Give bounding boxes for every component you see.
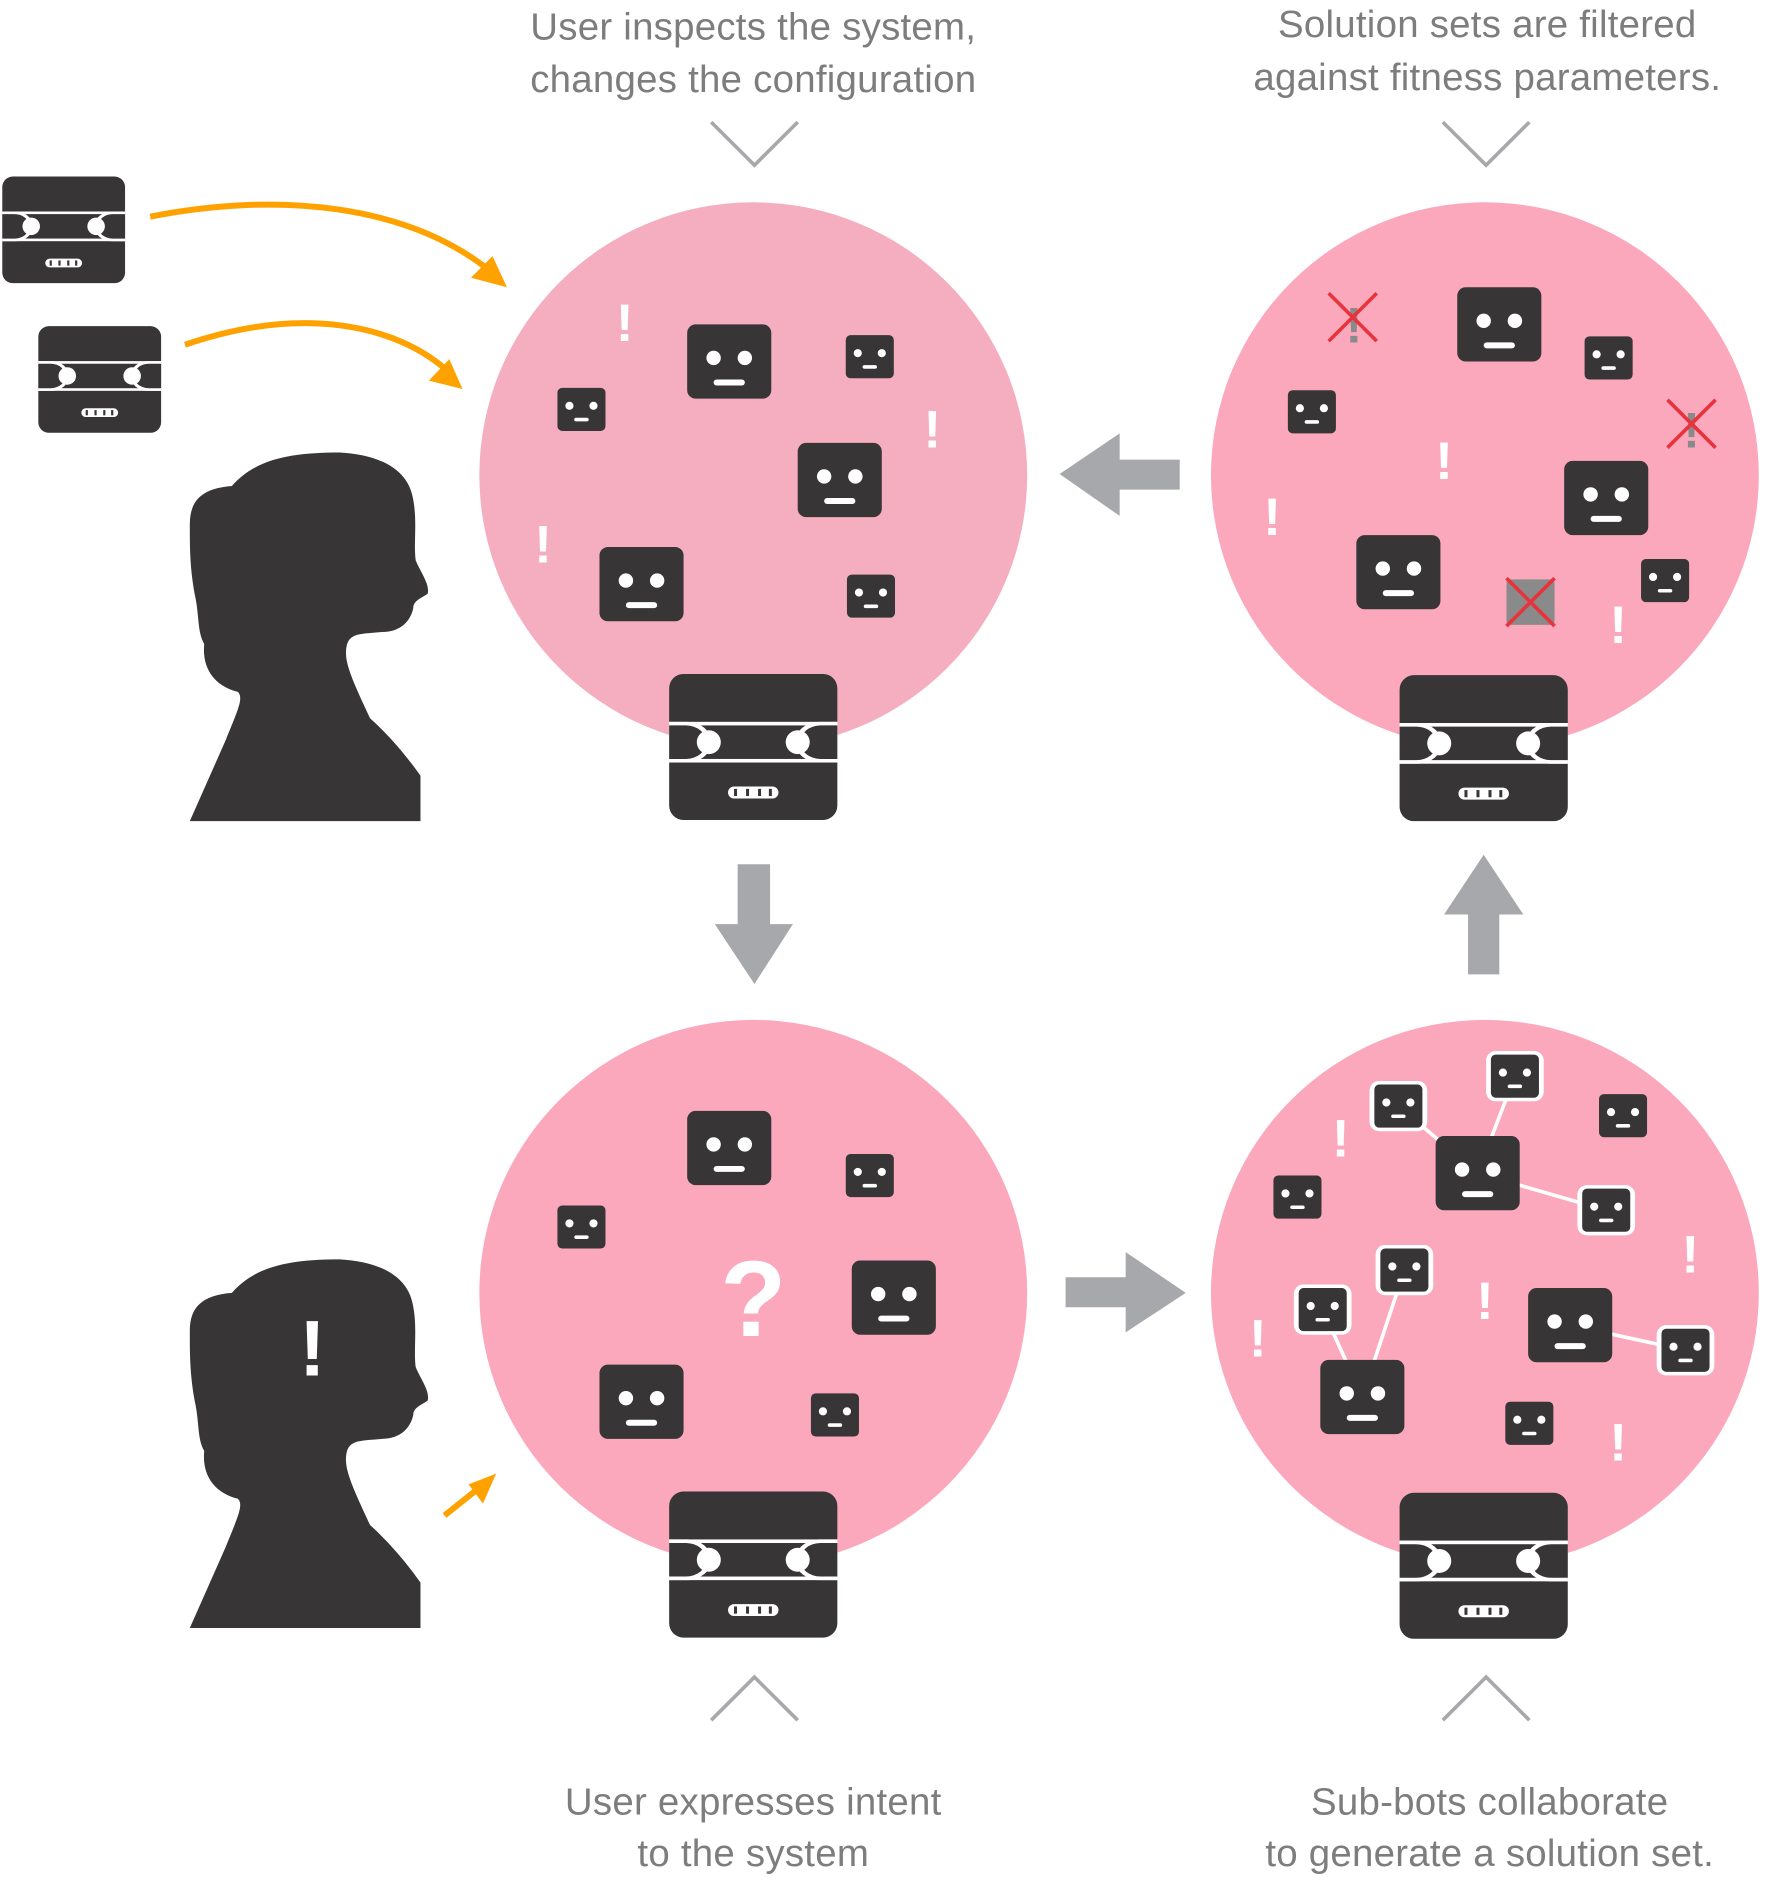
sub-bot-icon: [797, 442, 882, 518]
robot-icon: [38, 326, 162, 433]
sub-bot-icon: [1457, 287, 1542, 362]
question-icon: ?: [720, 1238, 786, 1359]
system-bubble: [1210, 202, 1759, 749]
arrow-right-icon: [1065, 1252, 1186, 1333]
sub-bot-icon: [1577, 1185, 1635, 1235]
sub-bot-icon: [1528, 1288, 1613, 1363]
caption-line: Solution sets are filtered: [1278, 3, 1697, 46]
sub-bot-icon: [1287, 390, 1336, 434]
incoming-robots: [2, 176, 507, 433]
panel-inspect: ! ! !: [479, 202, 1028, 820]
sub-bot-icon: [1435, 1136, 1520, 1211]
main-robot-icon: [1399, 675, 1568, 822]
sub-bot-icon: [1370, 1081, 1428, 1131]
caption-line: Sub-bots collaborate: [1311, 1781, 1668, 1824]
orange-arrow: [149, 201, 495, 276]
system-bubble: [479, 202, 1028, 749]
sub-bot-icon: [557, 1205, 606, 1249]
arrow-head-icon: [470, 256, 507, 288]
sub-bot-icon: [687, 1110, 772, 1186]
user-silhouette: !: [189, 1259, 429, 1629]
sub-bot-icon: [1320, 1359, 1405, 1435]
alert-icon: !: [1249, 1309, 1267, 1368]
user-silhouette: [189, 452, 429, 822]
sub-bot-icon: [1356, 535, 1441, 610]
sub-bot-icon: [599, 547, 684, 622]
caption-top-right: Solution sets are filtered against fitne…: [1253, 3, 1721, 168]
rejected-alert: !: [1326, 291, 1379, 353]
arrow-left-icon: [1059, 433, 1180, 516]
caption-top-left: User inspects the system, changes the co…: [530, 6, 976, 168]
sub-bot-icon: [599, 1364, 684, 1439]
caption-bottom-right: Sub-bots collaborate to generate a solut…: [1265, 1674, 1714, 1875]
rejected-sub-bot: [1504, 576, 1557, 628]
sub-bot-icon: [845, 1153, 894, 1198]
caption-line: User expresses intent: [565, 1781, 942, 1824]
sub-bot-icon: [1505, 1401, 1554, 1445]
alert-icon: !: [1476, 1272, 1494, 1331]
sub-bot-icon: [1564, 460, 1649, 536]
orange-arrow: [184, 320, 453, 376]
caption-line: to the system: [637, 1832, 869, 1875]
alert-icon: !: [1435, 432, 1453, 491]
panel-intent: ?: [479, 1019, 1028, 1638]
arrow-head-icon: [468, 1473, 497, 1504]
sub-bot-icon: [845, 335, 894, 379]
intent-alert-icon: !: [299, 1304, 325, 1393]
sub-bot-icon: [810, 1393, 859, 1437]
caption-line: User inspects the system,: [530, 6, 976, 49]
alert-icon: !: [1609, 1414, 1627, 1473]
main-robot-icon: [1399, 1492, 1568, 1639]
sub-bot-icon: [1294, 1284, 1352, 1334]
alert-icon: !: [923, 401, 941, 460]
main-robot-icon: [669, 673, 838, 820]
alert-icon: !: [1263, 488, 1281, 547]
main-robot-icon: [669, 1491, 838, 1638]
caption-line: against fitness parameters.: [1253, 56, 1721, 99]
panel-collaborate: ! ! ! ! !: [1210, 1019, 1759, 1639]
sub-bot-icon: [1273, 1175, 1322, 1219]
alert-icon: !: [616, 294, 634, 353]
rejected-alert: !: [1665, 398, 1718, 459]
caption-bottom-left: User expresses intent to the system: [565, 1674, 942, 1875]
sub-bot-icon: [1641, 559, 1690, 603]
sub-bot-icon: [1584, 336, 1633, 380]
arrow-down-icon: [714, 864, 793, 984]
chevron-down-icon: [1441, 120, 1531, 168]
sub-bot-icon: [1376, 1245, 1434, 1295]
sub-bot-icon: [851, 1260, 936, 1335]
caption-line: to generate a solution set.: [1265, 1832, 1714, 1875]
sub-bot-icon: [687, 324, 772, 399]
robot-icon: [2, 176, 126, 284]
caption-line: changes the configuration: [530, 58, 976, 101]
sub-bot-icon: [846, 574, 896, 618]
sub-bot-icon: [557, 387, 606, 431]
chevron-up-icon: [1441, 1674, 1531, 1722]
arrow-head-icon: [428, 359, 463, 390]
arrow-up-icon: [1444, 854, 1524, 975]
alert-icon: !: [1683, 402, 1700, 459]
intent-arrow: [442, 1473, 497, 1518]
panel-filter: ! ! ! ! !: [1210, 202, 1759, 822]
alert-icon: !: [534, 516, 552, 575]
alert-icon: !: [1682, 1226, 1700, 1285]
sub-bot-icon: [1657, 1325, 1715, 1375]
alert-icon: !: [1332, 1109, 1350, 1168]
chevron-down-icon: [709, 120, 799, 168]
sub-bot-icon: [1486, 1051, 1544, 1101]
chevron-up-icon: [709, 1674, 799, 1722]
alert-icon: !: [1609, 596, 1627, 655]
sub-bot-icon: [1599, 1094, 1648, 1138]
